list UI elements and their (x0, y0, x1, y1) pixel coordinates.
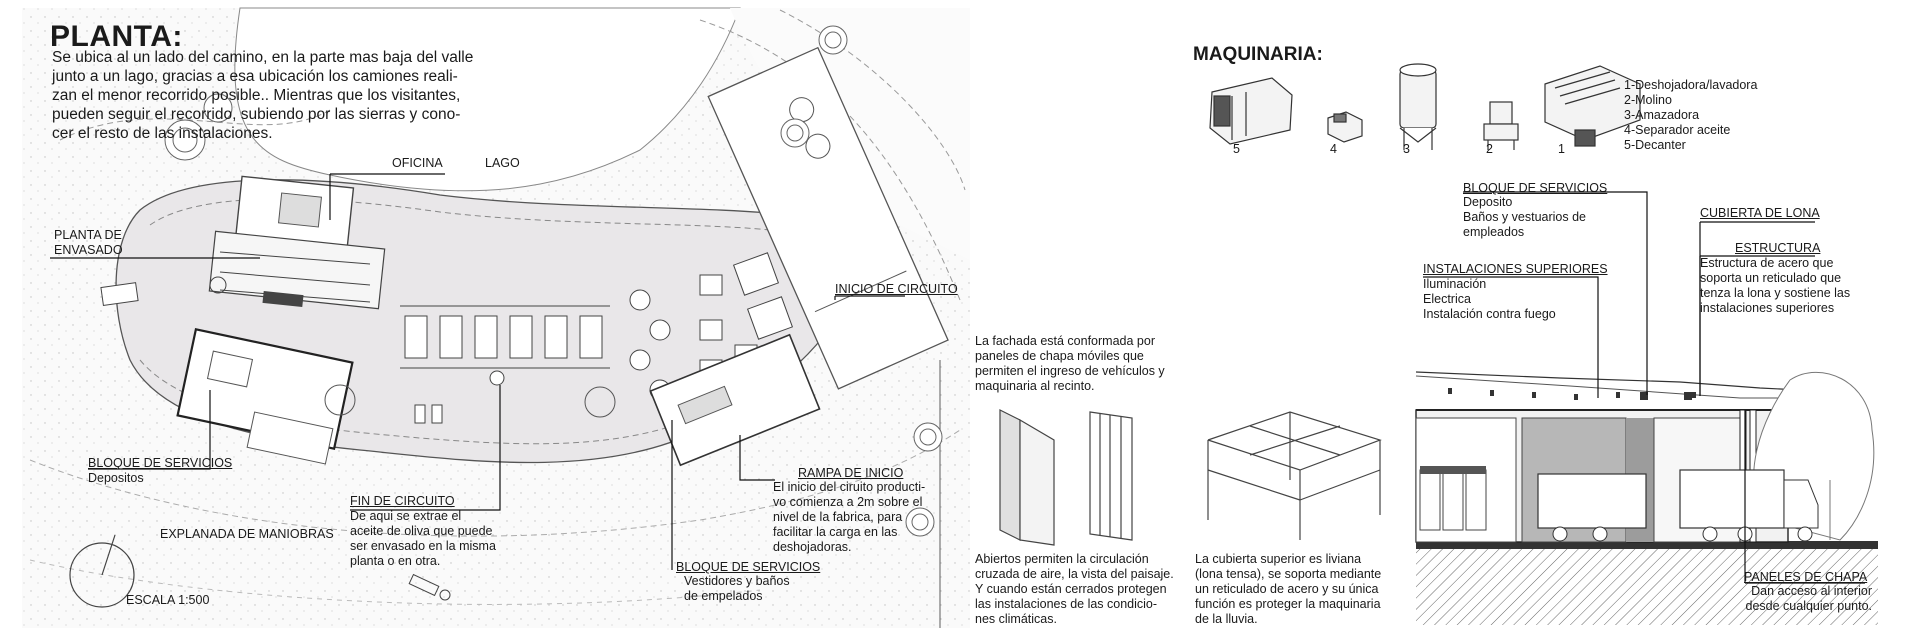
machine-number-2: 2 (1486, 142, 1493, 156)
desc-line: empleados (1463, 225, 1525, 239)
desc-line: facilitar la carga en las (773, 525, 898, 539)
plan-intro-line: zan el menor recorrido posible.. Mientra… (52, 87, 461, 104)
desc-line: De aqui se extrae el (350, 509, 462, 523)
desc-line: Deposito (1463, 195, 1513, 209)
desc-line: Vestidores y baños (684, 574, 790, 588)
roof-line: función es proteger la maquinaria (1195, 597, 1381, 611)
desc-line: planta o en otra. (350, 554, 441, 568)
machinery-list-item: 2-Molino (1624, 93, 1672, 107)
machine-number-1: 1 (1558, 142, 1565, 156)
desc-line: El inicio del ciruito producti- (773, 480, 926, 494)
roof-line: de la lluvia. (1195, 612, 1258, 626)
label-oficina: OFICINA (392, 156, 443, 170)
desc-line: Estructura de acero que (1700, 256, 1834, 270)
facade-line: Y cuando están cerrados protegen (975, 582, 1167, 596)
machinery-list: 1-Deshojadora/lavadora 2-Molino 3-Amazad… (1624, 78, 1757, 153)
desc-line: Baños y vestuarios de (1463, 210, 1586, 224)
roof-text: La cubierta superior es liviana (lona te… (1195, 552, 1410, 627)
label-line: PLANTA DE (54, 228, 122, 242)
desc-line: de empelados (684, 589, 763, 603)
desc-line: tenza la lona y sostiene las (1700, 286, 1851, 300)
label-explanada: EXPLANADA DE MANIOBRAS (160, 527, 334, 541)
machinery-illustrations (1209, 63, 1641, 150)
facade-panels (999, 409, 1382, 546)
machine-number-4: 4 (1330, 142, 1337, 156)
label-section-bloque-servicios: BLOQUE DE SERVICIOS (1463, 181, 1608, 195)
machinery-list-item: 5-Decanter (1624, 138, 1686, 152)
label-fin-circuito: FIN DE CIRCUITO (350, 494, 455, 508)
plan-intro-line: cer el resto de las instalaciones. (52, 125, 273, 142)
roof-line: un reticulado de acero y su única (1195, 582, 1379, 596)
desc-line: soporta un reticulado que (1700, 271, 1842, 285)
machine-number-3: 3 (1403, 142, 1410, 156)
desc-line: instalaciones superiores (1700, 301, 1835, 315)
site-plan (22, 7, 970, 628)
plan-intro-line: Se ubica al un lado del camino, en la pa… (52, 49, 474, 66)
estructura-desc: Estructura de acero que soporta un retic… (1700, 256, 1863, 316)
machinery-list-item: 3-Amazadora (1624, 108, 1700, 122)
roof-line: La cubierta superior es liviana (1195, 552, 1362, 566)
label-escala: ESCALA 1:500 (126, 593, 210, 607)
machinery-title: MAQUINARIA: (1193, 44, 1323, 65)
label-cubierta: CUBIERTA DE LONA (1700, 206, 1820, 220)
section-bloque-servicios-desc: Deposito Baños y vestuarios de empleados (1463, 195, 1596, 240)
facade-line: las instalaciones de las condicio- (975, 597, 1158, 611)
facade-line: permiten el ingreso de vehículos y (975, 364, 1165, 378)
label-planta-envasado: PLANTA DE ENVASADO (54, 228, 123, 258)
plan-intro: Se ubica al un lado del camino, en la pa… (52, 48, 502, 143)
facade-line: La fachada está conformada por (975, 334, 1155, 348)
label-paneles: PANELES DE CHAPA (1744, 570, 1868, 584)
desc-line: Electrica (1423, 292, 1471, 306)
roof-line: (lona tensa), se soporta mediante (1195, 567, 1382, 581)
facade-line: paneles de chapa móviles que (975, 349, 1144, 363)
paneles-desc: Dan acceso al interior desde cualquier p… (1727, 584, 1872, 614)
plan-intro-line: junto a un lago, gracias a esa ubicación… (52, 68, 458, 85)
desc-line: desde cualquier punto. (1745, 599, 1872, 613)
label-estructura: ESTRUCTURA (1735, 241, 1821, 255)
building-section (1415, 191, 1878, 625)
desc-line: deshojadoras. (773, 540, 852, 554)
desc-line: Dan acceso al interior (1751, 584, 1872, 598)
bloque-servicios-2-desc: Vestidores y baños de empelados (684, 574, 814, 604)
facade-line: nes climáticas. (975, 612, 1057, 626)
facade-line: cruzada de aire, la vista del paisaje. (975, 567, 1174, 581)
label-bloque-servicios-1: BLOQUE DE SERVICIOS (88, 456, 233, 470)
machinery-list-item: 4-Separador aceite (1624, 123, 1731, 137)
facade-line: maquinaria al recinto. (975, 379, 1095, 393)
label-lago: LAGO (485, 156, 520, 170)
machinery-list-item: 1-Deshojadora/lavadora (1624, 78, 1758, 92)
label-line: ENVASADO (54, 243, 123, 257)
desc-line: vo comienza a 2m sobre el (773, 495, 923, 509)
facade-open-text: Abiertos permiten la circulación cruzada… (975, 552, 1185, 627)
rampa-desc: El inicio del ciruito producti- vo comie… (773, 480, 945, 555)
facade-line: Abiertos permiten la circulación (975, 552, 1149, 566)
instalaciones-desc: Iluminación Electrica Instalación contra… (1423, 277, 1593, 322)
fin-circuito-desc: De aqui se extrae el aceite de oliva que… (350, 509, 500, 569)
label-rampa: RAMPA DE INICIO (798, 466, 904, 480)
plan-title: PLANTA: (50, 20, 183, 53)
label-instalaciones: INSTALACIONES SUPERIORES (1423, 262, 1608, 276)
desc-line: Iluminación (1423, 277, 1487, 291)
label-bloque-servicios-1-desc: Depositos (88, 471, 144, 485)
plan-intro-line: pueden seguir el recorrido, subiendo por… (52, 106, 461, 123)
label-bloque-servicios-2: BLOQUE DE SERVICIOS (676, 560, 821, 574)
label-inicio-circuito: INICIO DE CIRCUITO (835, 282, 958, 296)
desc-line: Instalación contra fuego (1423, 307, 1556, 321)
desc-line: nivel de la fabrica, para (773, 510, 903, 524)
machine-number-5: 5 (1233, 142, 1240, 156)
facade-intro: La fachada está conformada por paneles d… (975, 334, 1185, 394)
desc-line: aceite de oliva que puede (350, 524, 493, 538)
desc-line: ser envasado en la misma (350, 539, 496, 553)
